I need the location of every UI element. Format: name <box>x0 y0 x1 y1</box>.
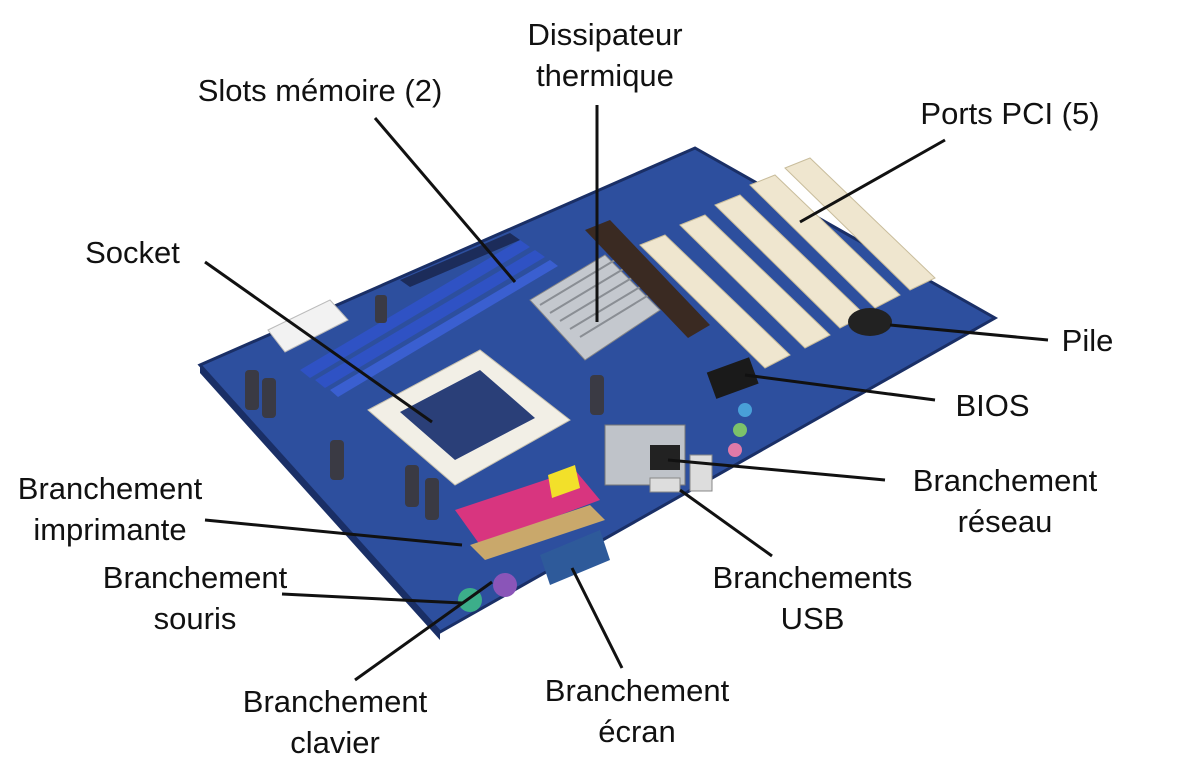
label-line: imprimante <box>33 512 187 547</box>
leader-lines <box>204 105 1049 682</box>
agp-slot <box>585 220 710 338</box>
label-slots-memoire: Slots mémoire (2) <box>197 73 443 108</box>
label-line: Branchement <box>102 560 288 595</box>
label-imprimante: Branchement imprimante <box>0 468 220 550</box>
label-line: souris <box>153 601 237 636</box>
io-panel <box>455 403 752 612</box>
label-line: réseau <box>957 504 1053 539</box>
bios-chip <box>706 357 759 399</box>
label-line: Branchement <box>912 463 1098 498</box>
label-line: Branchements <box>712 560 913 595</box>
label-ecran: Branchement écran <box>527 670 747 752</box>
label-line: Branchement <box>544 673 730 708</box>
label-line: USB <box>780 601 845 636</box>
label-pile: Pile <box>1061 323 1114 358</box>
label-usb: Branchements USB <box>695 557 930 639</box>
label-dissipateur: Dissipateur thermique <box>505 14 705 96</box>
label-line: thermique <box>536 58 674 93</box>
battery <box>848 308 892 336</box>
label-ports-pci: Ports PCI (5) <box>920 96 1100 131</box>
cpu-socket <box>367 349 571 486</box>
label-line: écran <box>598 714 676 749</box>
power-connector <box>267 299 349 353</box>
label-line: clavier <box>290 725 380 760</box>
label-souris: Branchement souris <box>85 557 305 639</box>
label-socket: Socket <box>85 235 180 270</box>
label-line: Branchement <box>17 471 203 506</box>
label-line: Branchement <box>242 684 428 719</box>
label-clavier: Branchement clavier <box>225 681 445 763</box>
memory-slots <box>300 233 558 397</box>
label-reseau: Branchement réseau <box>895 460 1115 542</box>
label-line: Dissipateur <box>527 17 683 52</box>
label-bios: BIOS <box>955 388 1030 423</box>
